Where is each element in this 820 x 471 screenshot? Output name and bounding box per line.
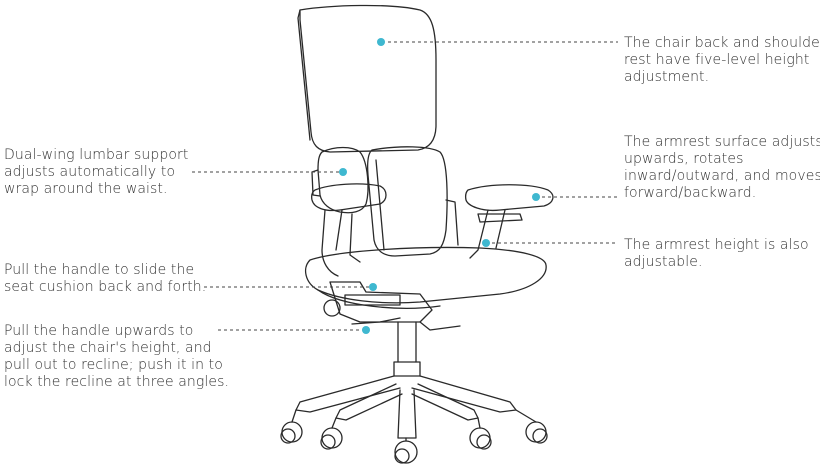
dot-marker-icon [369, 283, 377, 291]
dot-marker-icon [339, 168, 347, 176]
callout-line: forward/backward. [624, 185, 757, 201]
callout-line: wrap around the waist. [4, 181, 168, 197]
lumbar-wing [317, 146, 369, 214]
dot-marker-icon [377, 38, 385, 46]
callout-line: rest have five-level height [624, 52, 810, 68]
chair-back-lower [366, 146, 448, 257]
chair-base [295, 375, 517, 413]
callout-line: adjustable. [624, 254, 703, 270]
seat-cushion [304, 246, 547, 304]
left-armrest [310, 183, 387, 212]
callout-armrest-surface: The armrest surface adjusts upwards, rot… [624, 134, 820, 202]
chair-back-upper [299, 4, 437, 153]
callout-line: The armrest surface adjusts [624, 134, 820, 150]
dot-marker-icon [482, 239, 490, 247]
dot-marker-icon [362, 326, 370, 334]
callout-line: Pull the handle upwards to [4, 323, 194, 339]
dot-marker-icon [532, 193, 540, 201]
callout-line: Pull the handle to slide the [4, 262, 195, 278]
callout-line: pull out to recline; push it in to [4, 357, 223, 373]
callout-lumbar-support: Dual-wing lumbar support adjusts automat… [4, 147, 188, 198]
callout-line: The chair back and shoulder [624, 35, 820, 51]
callout-line: lock the recline at three angles. [4, 374, 230, 390]
callout-back-adjustment: The chair back and shoulder rest have fi… [624, 35, 820, 86]
callout-height-recline: Pull the handle upwards to adjust the ch… [4, 323, 229, 391]
callout-line: seat cushion back and forth. [4, 279, 207, 295]
callout-line: inward/outward, and moves [624, 168, 820, 184]
casters [280, 409, 548, 464]
callout-line: adjustment. [624, 69, 710, 85]
callout-line: Dual-wing lumbar support [4, 147, 189, 163]
callout-line: adjusts automatically to [4, 164, 176, 180]
callout-seat-slide: Pull the handle to slide the seat cushio… [4, 262, 206, 296]
seat-mechanism [329, 281, 433, 323]
leader-lines [192, 41, 618, 331]
callout-line: upwards, rotates [624, 151, 744, 167]
callout-line: adjust the chair's height, and [4, 340, 212, 356]
right-armrest [464, 184, 554, 212]
callout-line: The armrest height is also [624, 237, 809, 253]
callout-armrest-height: The armrest height is also adjustable. [624, 237, 809, 271]
gas-cylinder [397, 321, 417, 363]
